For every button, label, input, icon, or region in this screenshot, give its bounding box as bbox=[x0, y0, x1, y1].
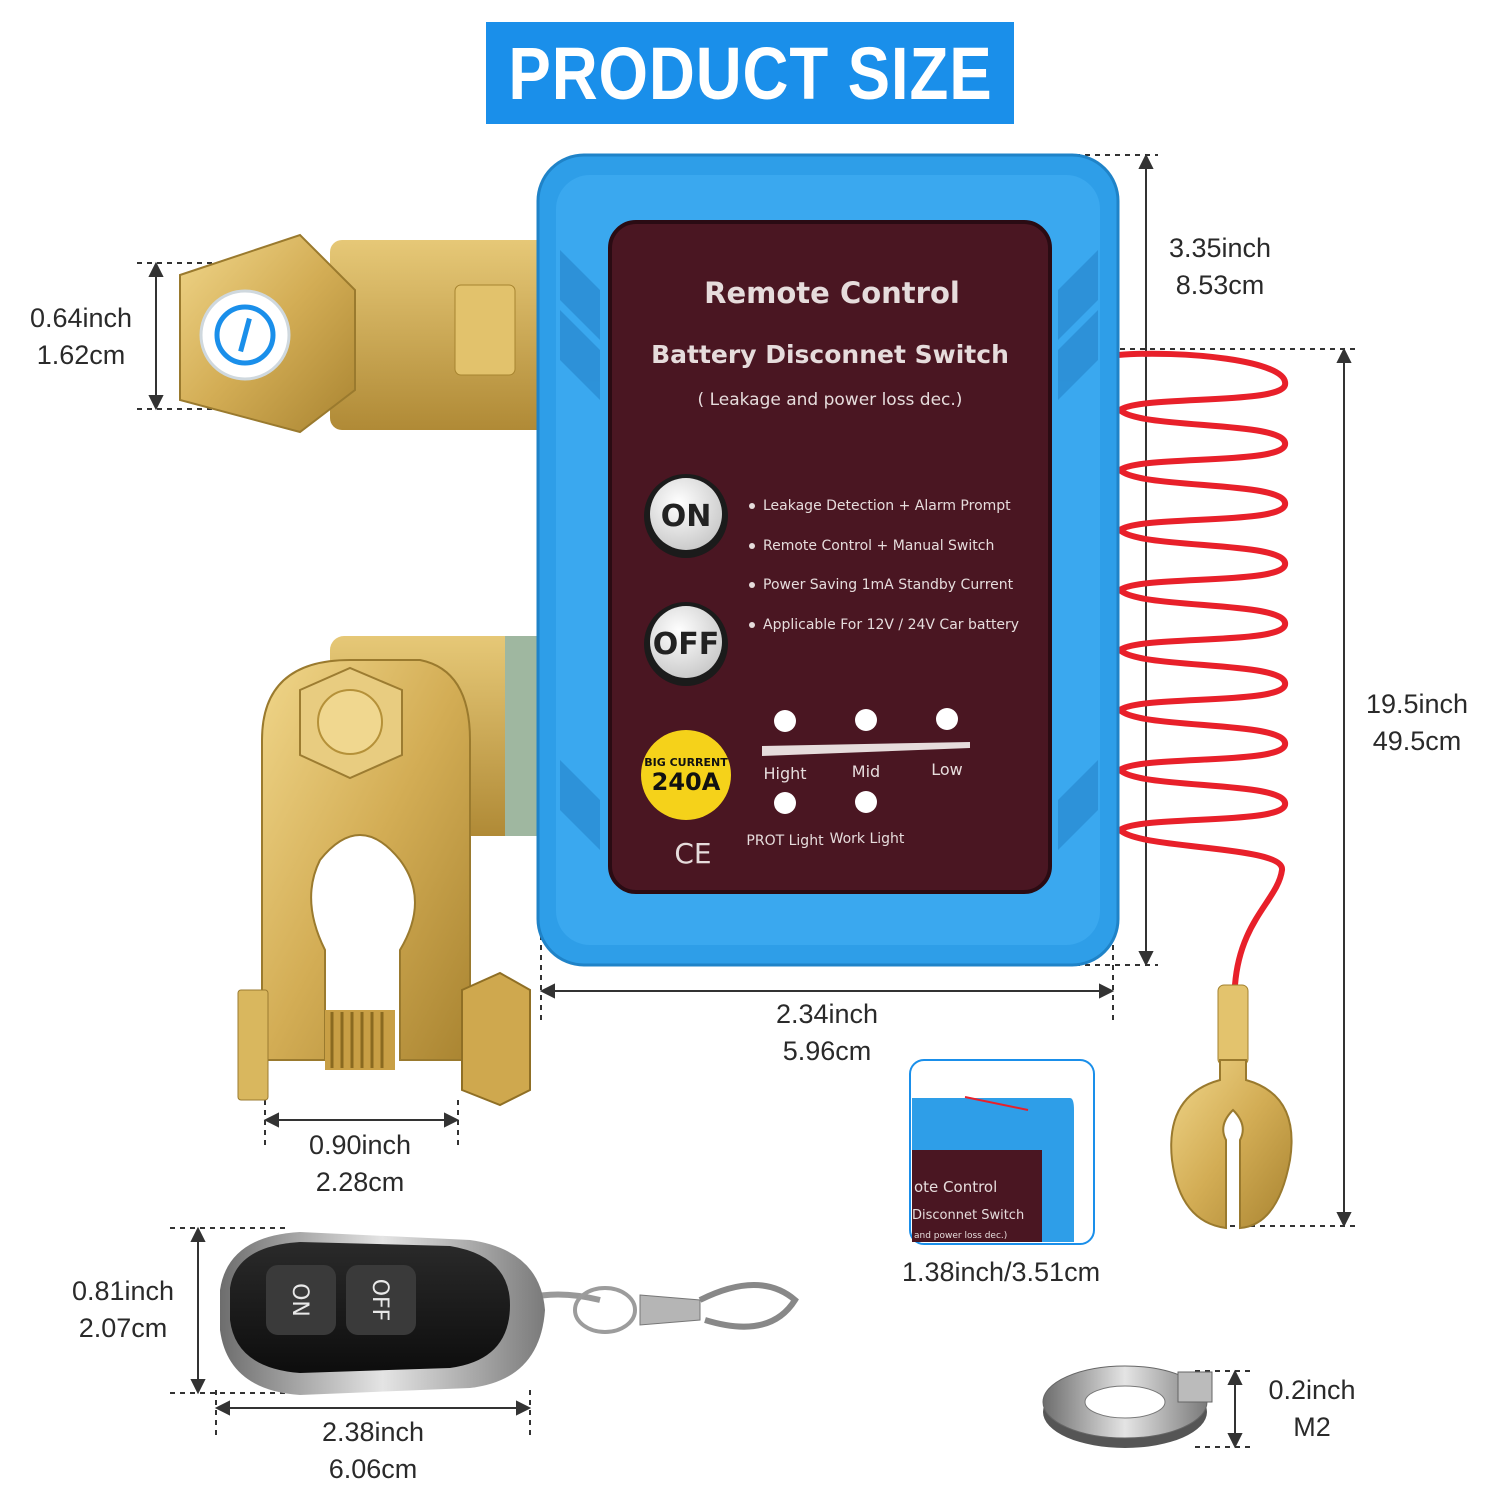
led-mid bbox=[855, 709, 877, 731]
indicator-lights: Hight Mid Low PROT Light Work Light bbox=[746, 708, 970, 849]
remote-on-label: ON bbox=[287, 1283, 312, 1317]
dim-cable-length: 19.5inch 49.5cm bbox=[1350, 686, 1484, 760]
product-size-banner: PRODUCT SIZE bbox=[486, 22, 1014, 124]
ce-mark: CE bbox=[674, 837, 711, 870]
dim-box-depth: 1.38inch/3.51cm bbox=[888, 1254, 1114, 1291]
dim-box-width: 2.34inch 5.96cm bbox=[757, 996, 897, 1070]
battery-clamp bbox=[237, 636, 545, 1107]
light-label: PROT Light bbox=[746, 833, 824, 849]
remote-off-button[interactable] bbox=[346, 1265, 416, 1335]
level-label: Mid bbox=[852, 762, 880, 781]
remote-fob: ON OFF bbox=[220, 1232, 799, 1395]
dim-cm: 5.96cm bbox=[782, 1036, 872, 1066]
inset-line1: ote Control bbox=[914, 1178, 997, 1196]
ring-terminal bbox=[1170, 984, 1293, 1230]
panel-subtitle: Battery Disconnet Switch bbox=[651, 340, 1009, 369]
led-work bbox=[855, 791, 877, 813]
power-icon bbox=[214, 304, 276, 366]
dim-inch: 2.38inch bbox=[321, 1417, 425, 1447]
top-terminal bbox=[179, 233, 550, 434]
dim-cm: 2.28cm bbox=[315, 1167, 405, 1197]
dim-inch: 2.34inch bbox=[775, 999, 879, 1029]
current-badge: BIG CURRENT 240A bbox=[641, 730, 731, 820]
badge-value: 240A bbox=[652, 768, 721, 796]
dim-inch: 3.35inch bbox=[1168, 233, 1272, 263]
on-button[interactable]: ON bbox=[644, 474, 728, 558]
switch-box bbox=[536, 153, 1120, 967]
feature-item: Applicable For 12V / 24V Car battery bbox=[763, 617, 1019, 633]
dim-cm: 6.06cm bbox=[328, 1454, 418, 1484]
inset-line2: Disconnet Switch bbox=[912, 1208, 1024, 1223]
off-button-label: OFF bbox=[653, 627, 720, 662]
dim-inch: 19.5inch bbox=[1365, 689, 1469, 719]
dim-size: M2 bbox=[1293, 1412, 1331, 1442]
dim-box-height: 3.35inch 8.53cm bbox=[1150, 230, 1290, 304]
dim-inch: 0.90inch bbox=[308, 1130, 412, 1160]
dim-remote-height: 0.81inch 2.07cm bbox=[56, 1273, 190, 1347]
banner-title: PRODUCT SIZE bbox=[507, 31, 993, 115]
depth-inset: ote Control Disconnet Switch and power l… bbox=[909, 1059, 1095, 1245]
spring-washer bbox=[1042, 1365, 1213, 1448]
dim-cm: 49.5cm bbox=[1372, 726, 1462, 756]
level-label: Low bbox=[931, 760, 963, 779]
feature-list: Leakage Detection + Alarm Prompt Remote … bbox=[749, 498, 1019, 633]
led-high bbox=[774, 710, 796, 732]
light-label: Work Light bbox=[830, 831, 905, 847]
dim-text: 1.38inch/3.51cm bbox=[901, 1257, 1101, 1287]
on-button-label: ON bbox=[661, 499, 712, 534]
dim-washer: 0.2inch M2 bbox=[1250, 1372, 1374, 1446]
dim-inch: 0.81inch bbox=[71, 1276, 175, 1306]
feature-item: Leakage Detection + Alarm Prompt bbox=[763, 498, 1011, 514]
led-prot bbox=[774, 792, 796, 814]
inset-line3: and power loss dec.) bbox=[914, 1231, 1007, 1241]
remote-off-label: OFF bbox=[367, 1279, 392, 1322]
dim-cm: 8.53cm bbox=[1175, 270, 1265, 300]
feature-item: Remote Control + Manual Switch bbox=[763, 538, 994, 554]
dim-cm: 2.07cm bbox=[78, 1313, 168, 1343]
dim-terminal-height: 0.64inch 1.62cm bbox=[14, 300, 148, 374]
remote-on-button[interactable] bbox=[266, 1265, 336, 1335]
panel-note: ( Leakage and power loss dec.) bbox=[698, 390, 963, 410]
coiled-cable bbox=[1115, 350, 1288, 986]
dim-clamp-width: 0.90inch 2.28cm bbox=[290, 1127, 430, 1201]
dim-inch: 0.2inch bbox=[1268, 1375, 1356, 1405]
badge-top: BIG CURRENT bbox=[644, 756, 728, 769]
level-label: Hight bbox=[763, 764, 806, 783]
feature-item: Power Saving 1mA Standby Current bbox=[763, 577, 1014, 593]
dim-inch: 0.64inch bbox=[29, 303, 133, 333]
dim-cm: 1.62cm bbox=[36, 340, 126, 370]
panel-text: Remote Control Battery Disconnet Switch … bbox=[651, 276, 1009, 410]
panel-title: Remote Control bbox=[704, 276, 960, 310]
dim-remote-width: 2.38inch 6.06cm bbox=[303, 1414, 443, 1488]
led-low bbox=[936, 708, 958, 730]
off-button[interactable]: OFF bbox=[644, 602, 728, 686]
